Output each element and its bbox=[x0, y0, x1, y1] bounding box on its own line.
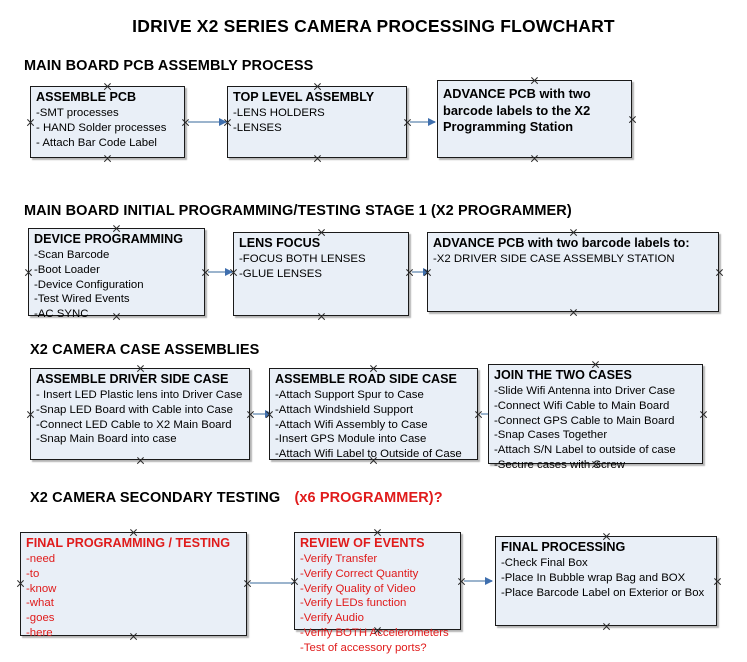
connector-arrow bbox=[188, 121, 226, 123]
box-line: -what bbox=[26, 597, 54, 610]
box-device-programming[interactable]: DEVICE PROGRAMMING -Scan Barcode -Boot L… bbox=[28, 228, 205, 320]
box-assemble-driver-side-case[interactable]: ASSEMBLE DRIVER SIDE CASE - Insert LED P… bbox=[30, 368, 250, 460]
box-title: ASSEMBLE PCB bbox=[36, 90, 137, 104]
box-line: - Insert LED Plastic lens into Driver Ca… bbox=[36, 388, 243, 401]
box-title: FINAL PROGRAMMING / TESTING bbox=[26, 536, 231, 550]
box-line: -Attach Wifi Label to Outside of Case bbox=[275, 448, 462, 461]
box-line: -Attach S/N Label to outside of case bbox=[494, 444, 676, 457]
box-line: -Connect LED Cable to X2 Main Board bbox=[36, 418, 232, 431]
box-title: FINAL PROCESSING bbox=[501, 540, 626, 554]
box-line: -Attach Wifi Assembly to Case bbox=[275, 418, 428, 431]
box-line: -Secure cases with Screw bbox=[494, 459, 626, 471]
box-line: - HAND Solder processes bbox=[36, 121, 167, 134]
box-line: -Place Barcode Label on Exterior or Box bbox=[501, 586, 705, 599]
box-title: ADVANCE PCB with two barcode labels to t… bbox=[443, 86, 591, 135]
box-line: -GLUE LENSES bbox=[239, 267, 322, 280]
box-advance-pcb-programming-station[interactable]: ADVANCE PCB with two barcode labels to t… bbox=[437, 80, 632, 158]
connector-arrow bbox=[464, 580, 492, 582]
section-heading-4-main: X2 CAMERA SECONDARY TESTING bbox=[30, 490, 281, 506]
box-line: -Slide Wifi Antenna into Driver Case bbox=[494, 384, 676, 397]
box-line: -Snap Cases Together bbox=[494, 429, 608, 442]
box-advance-pcb-driver-side-station[interactable]: ADVANCE PCB with two barcode labels to: … bbox=[427, 232, 719, 312]
box-line: -here bbox=[26, 627, 53, 639]
box-final-programming-testing[interactable]: FINAL PROGRAMMING / TESTING -need -to -k… bbox=[20, 532, 247, 639]
box-title: LENS FOCUS bbox=[239, 236, 321, 250]
box-title: DEVICE PROGRAMMING bbox=[34, 232, 184, 246]
box-title: TOP LEVEL ASSEMBLY bbox=[233, 90, 375, 104]
box-final-processing[interactable]: FINAL PROCESSING -Check Final Box -Place… bbox=[495, 536, 717, 626]
box-line: -Verify LEDs function bbox=[300, 597, 407, 610]
box-line: -know bbox=[26, 582, 57, 595]
box-line: - Attach Bar Code Label bbox=[36, 136, 157, 149]
box-join-the-two-cases[interactable]: JOIN THE TWO CASES -Slide Wifi Antenna i… bbox=[488, 364, 703, 471]
section-heading-1: MAIN BOARD PCB ASSEMBLY PROCESS bbox=[24, 58, 314, 74]
box-line: -Snap LED Board with Cable into Case bbox=[36, 403, 233, 416]
box-line: -Attach Support Spur to Case bbox=[275, 388, 424, 401]
box-review-of-events[interactable]: REVIEW OF EVENTS -Verify Transfer -Verif… bbox=[294, 532, 461, 654]
box-line: -Connect GPS Cable to Main Board bbox=[494, 414, 675, 427]
box-assemble-road-side-case[interactable]: ASSEMBLE ROAD SIDE CASE -Attach Support … bbox=[269, 368, 478, 460]
box-line: -Verify Transfer bbox=[300, 552, 378, 565]
box-lens-focus[interactable]: LENS FOCUS -FOCUS BOTH LENSES -GLUE LENS… bbox=[233, 232, 409, 316]
box-line-overflow: -Test of accessory ports? bbox=[300, 641, 427, 654]
box-line: -Verify Audio bbox=[300, 612, 364, 625]
box-line: -AC SYNC bbox=[34, 308, 89, 321]
box-line: -goes bbox=[26, 612, 55, 625]
box-line: -X2 DRIVER SIDE CASE ASSEMBLY STATION bbox=[433, 252, 675, 265]
section-heading-4-accent: (x6 PROGRAMMER)? bbox=[294, 490, 443, 506]
connector-arrow bbox=[410, 121, 435, 123]
box-top-level-assembly[interactable]: TOP LEVEL ASSEMBLY -LENS HOLDERS -LENSES bbox=[227, 86, 407, 158]
box-line: -SMT processes bbox=[36, 106, 119, 119]
box-line: -Check Final Box bbox=[501, 556, 588, 569]
box-assemble-pcb[interactable]: ASSEMBLE PCB -SMT processes - HAND Solde… bbox=[30, 86, 185, 158]
box-line: -Device Configuration bbox=[34, 278, 144, 291]
box-line: -Verify Correct Quantity bbox=[300, 567, 419, 580]
box-title: ASSEMBLE DRIVER SIDE CASE bbox=[36, 372, 229, 386]
box-line: -LENS HOLDERS bbox=[233, 106, 325, 119]
box-title: REVIEW OF EVENTS bbox=[300, 536, 425, 550]
box-line: -Test Wired Events bbox=[34, 293, 130, 306]
box-line: -Scan Barcode bbox=[34, 248, 110, 261]
section-heading-2: MAIN BOARD INITIAL PROGRAMMING/TESTING S… bbox=[24, 203, 572, 219]
box-line: -FOCUS BOTH LENSES bbox=[239, 252, 366, 265]
connector-arrow bbox=[412, 271, 430, 273]
box-title: ASSEMBLE ROAD SIDE CASE bbox=[275, 372, 457, 386]
box-line: -Boot Loader bbox=[34, 263, 100, 276]
connector-line bbox=[250, 582, 295, 584]
connector-arrow bbox=[253, 413, 272, 415]
section-heading-4: X2 CAMERA SECONDARY TESTING (x6 PROGRAMM… bbox=[30, 490, 443, 506]
box-line: -LENSES bbox=[233, 121, 282, 134]
box-line: -Snap Main Board into case bbox=[36, 433, 177, 446]
box-line: -Place In Bubble wrap Bag and BOX bbox=[501, 571, 686, 584]
box-line: -Attach Windshield Support bbox=[275, 403, 414, 416]
box-line: -Verify BOTH Accelerometers bbox=[300, 627, 449, 639]
box-line: -Connect Wifi Cable to Main Board bbox=[494, 399, 670, 412]
connector-arrow bbox=[208, 271, 232, 273]
box-title: JOIN THE TWO CASES bbox=[494, 368, 632, 382]
page-title: IDRIVE X2 SERIES CAMERA PROCESSING FLOWC… bbox=[132, 16, 615, 36]
box-line: -Verify Quality of Video bbox=[300, 582, 416, 595]
box-line: -need bbox=[26, 552, 56, 565]
box-line: -to bbox=[26, 567, 40, 580]
box-line: -Insert GPS Module into Case bbox=[275, 433, 427, 446]
box-title: ADVANCE PCB with two barcode labels to: bbox=[433, 236, 690, 250]
section-heading-3: X2 CAMERA CASE ASSEMBLIES bbox=[30, 342, 260, 358]
